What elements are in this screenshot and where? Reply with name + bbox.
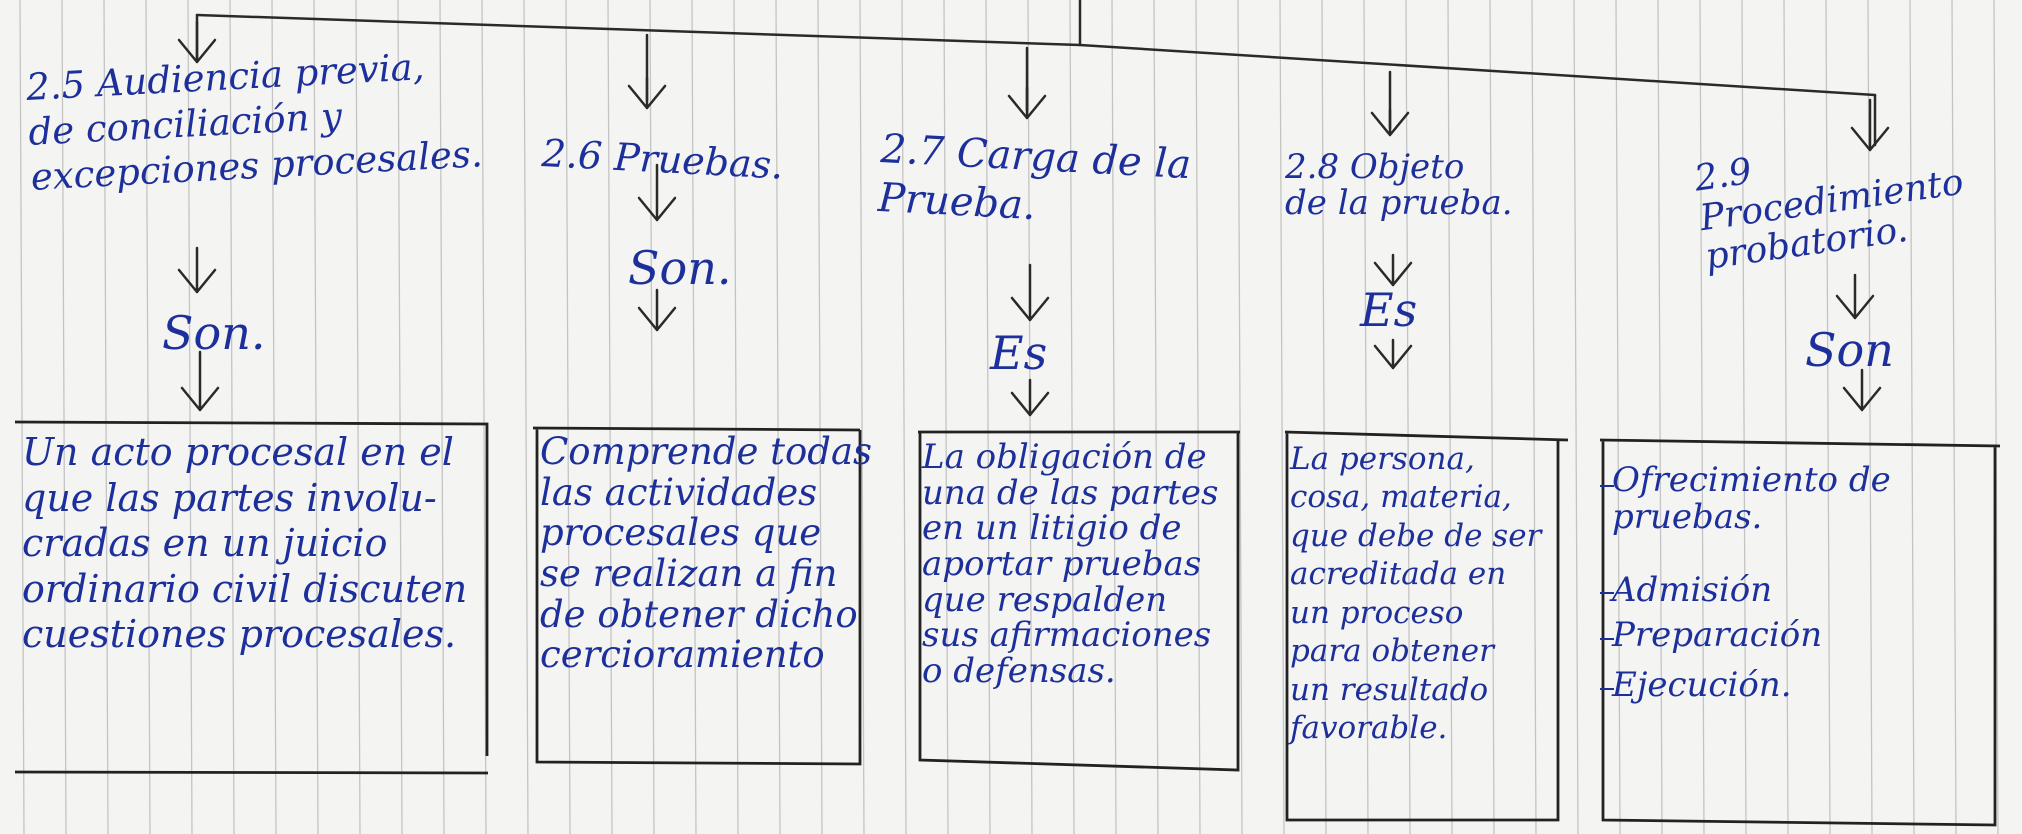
grid-line — [1279, 0, 1285, 834]
grid-line — [397, 0, 403, 834]
col5-dash-1 — [1600, 485, 1614, 487]
grid-line — [1741, 0, 1747, 834]
down-arrow-icon — [1010, 378, 1050, 417]
grid-line — [1909, 0, 1915, 834]
down-arrow-icon — [627, 76, 667, 110]
col4-verb: Es — [1360, 283, 1418, 337]
top-bracket-line — [195, 13, 1877, 97]
grid-line — [1993, 0, 1999, 834]
box-1 — [14, 420, 489, 775]
down-arrow-icon — [637, 288, 677, 332]
grid-line — [1027, 0, 1033, 834]
col1-title: 2.5 Audiencia previa, de conciliación y … — [25, 45, 484, 200]
grid-line — [1573, 0, 1579, 834]
grid-line — [1195, 0, 1201, 834]
col5-item-3: Preparación — [1612, 615, 1823, 655]
down-arrow-icon — [177, 20, 217, 64]
grid-line — [523, 0, 529, 834]
grid-line — [733, 0, 739, 834]
grid-line — [691, 0, 697, 834]
grid-line — [229, 0, 235, 834]
down-arrow-icon — [1842, 368, 1882, 412]
grid-line — [1699, 0, 1705, 834]
grid-line — [1321, 0, 1327, 834]
grid-line — [1111, 0, 1117, 834]
down-arrow-icon — [1007, 86, 1047, 120]
down-arrow-icon — [1835, 273, 1875, 320]
grid-line — [1153, 0, 1159, 834]
grid-line — [859, 0, 865, 834]
box-3 — [918, 430, 1240, 772]
col5-item-4: Ejecución. — [1612, 665, 1792, 705]
grid-line — [1825, 0, 1831, 834]
grid-line — [1489, 0, 1495, 834]
col1-verb: Son. — [162, 306, 266, 360]
grid-line — [355, 0, 361, 834]
grid-line — [607, 0, 613, 834]
grid-line — [817, 0, 823, 834]
col2-verb: Son. — [628, 241, 732, 295]
grid-line — [1615, 0, 1621, 834]
col5-dash-2 — [1600, 592, 1614, 594]
grid-line — [943, 0, 949, 834]
col5-item-1: Ofrecimiento de pruebas. — [1612, 460, 1891, 538]
grid-line — [1405, 0, 1411, 834]
grid-line — [985, 0, 991, 834]
down-arrow-icon — [1850, 98, 1890, 152]
grid-line — [1069, 0, 1075, 834]
col5-item-2: Admisión — [1612, 570, 1773, 610]
grid-line — [103, 0, 109, 834]
down-arrow-icon — [1010, 263, 1050, 322]
col3-body: La obligación de una de las partes en un… — [922, 437, 1219, 692]
arrows — [177, 20, 1890, 417]
down-arrow-icon — [1373, 253, 1413, 287]
down-arrow-icon — [1370, 108, 1410, 137]
grid-line — [439, 0, 445, 834]
col4-title: 2.8 Objeto de la prueba. — [1285, 147, 1513, 223]
grid-line — [775, 0, 781, 834]
grid-line — [1237, 0, 1243, 834]
box-4 — [1284, 430, 1569, 822]
col5-dash-4 — [1600, 688, 1614, 690]
grid-line — [1447, 0, 1453, 834]
grid-line — [313, 0, 319, 834]
grid-line — [481, 0, 487, 834]
grid-line — [145, 0, 151, 834]
col5-verb: Son — [1805, 323, 1894, 377]
grid-line — [271, 0, 277, 834]
down-arrow-icon — [1373, 338, 1413, 370]
grid-line — [1363, 0, 1369, 834]
grid-line — [19, 0, 25, 834]
col4-body: La persona, cosa, materia, que debe de s… — [1290, 441, 1542, 747]
col3-verb: Es — [990, 326, 1048, 380]
grid-line — [1531, 0, 1537, 834]
col5-dash-3 — [1600, 638, 1614, 640]
down-arrow-icon — [180, 350, 220, 412]
grid-line — [565, 0, 571, 834]
col2-body: Comprende todas las actividades procesal… — [540, 430, 872, 677]
grid-line — [649, 0, 655, 834]
col3-title: 2.7 Carga de la Prueba. — [876, 125, 1193, 229]
grid-line — [61, 0, 67, 834]
grid-line — [901, 0, 907, 834]
grid-line — [1951, 0, 1957, 834]
down-arrow-icon — [637, 163, 677, 222]
grid-line — [1657, 0, 1663, 834]
grid-line — [1867, 0, 1873, 834]
box-5 — [1599, 438, 2001, 827]
grid-line — [187, 0, 193, 834]
box-2 — [532, 426, 862, 766]
paper-grid-lines — [19, 0, 1999, 834]
down-arrow-icon — [177, 246, 217, 294]
grid-line — [1783, 0, 1789, 834]
col1-body: Un acto procesal en el que las partes in… — [22, 430, 468, 657]
boxes — [14, 420, 2001, 827]
